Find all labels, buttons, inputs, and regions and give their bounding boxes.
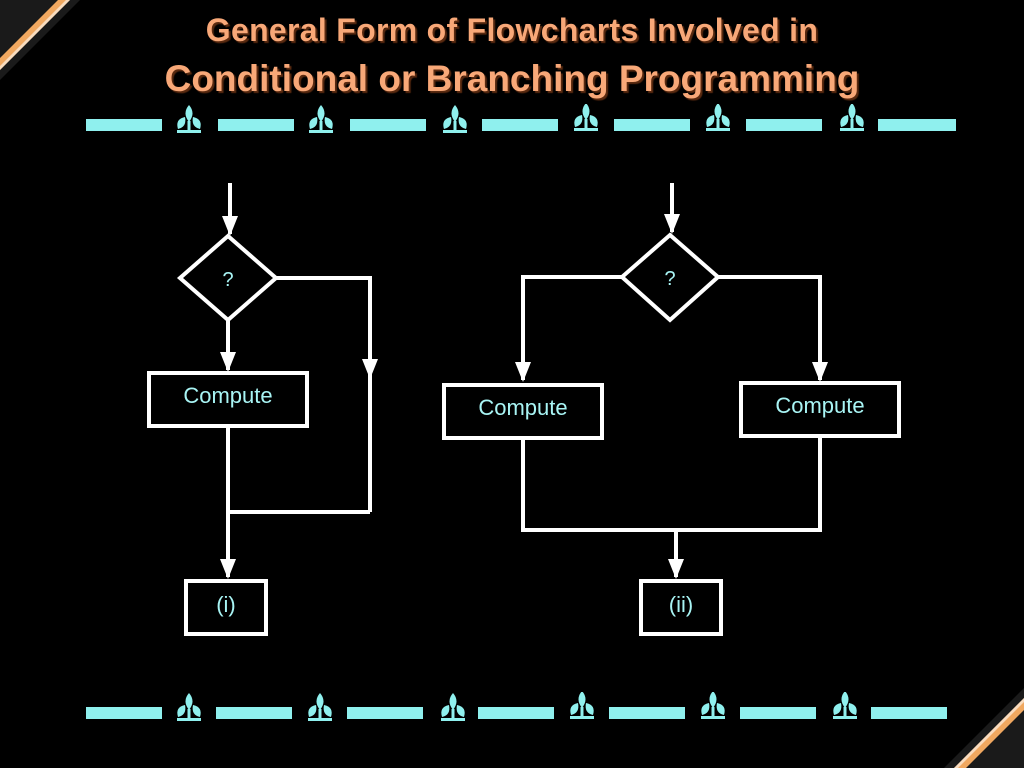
left-compute-label: Compute [478, 395, 567, 420]
ornament-bar [216, 707, 292, 719]
caption-label: (i) [216, 592, 236, 617]
right-compute-label: Compute [775, 393, 864, 418]
leaf-ornament-icon [701, 692, 725, 719]
decision-label: ? [222, 269, 233, 291]
ornament-bar [347, 707, 423, 719]
bottom-ornament-border [0, 692, 1024, 732]
leaf-ornament-icon [308, 693, 332, 721]
ornament-bar [478, 707, 554, 719]
ornament-bar [86, 707, 162, 719]
leaf-ornament-icon [570, 692, 594, 719]
leaf-ornament-icon [833, 692, 857, 719]
ornament-bar [609, 707, 685, 719]
decision-label: ? [664, 268, 675, 290]
left-branch-path [523, 277, 622, 380]
flowchart-i [149, 183, 370, 634]
right-branch-path [718, 277, 820, 380]
compute-label: Compute [183, 383, 272, 408]
caption-label: (ii) [669, 592, 693, 617]
ornament-bar [740, 707, 816, 719]
leaf-ornament-icon [177, 693, 201, 721]
leaf-ornament-icon [441, 693, 465, 721]
ornament-bar [871, 707, 947, 719]
merge-path [523, 436, 820, 530]
